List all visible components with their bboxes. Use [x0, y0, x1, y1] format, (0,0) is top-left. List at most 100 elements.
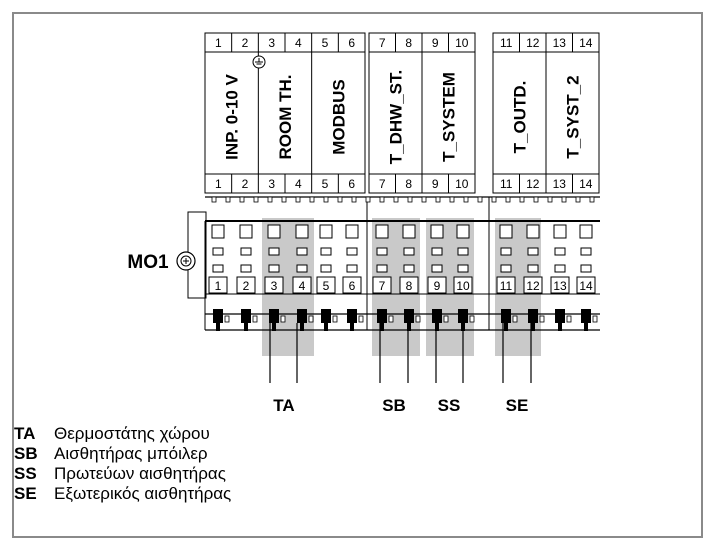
- terminal-number: 5: [323, 279, 330, 293]
- strip-tick: [309, 196, 315, 203]
- terminal-number: 3: [271, 279, 278, 293]
- terminal-connector-pin: [558, 323, 562, 331]
- terminal-number: 2: [243, 279, 250, 293]
- terminal-number: 12: [526, 279, 540, 293]
- header-number-top: 1: [215, 36, 222, 50]
- terminal-connector-pin: [244, 323, 248, 331]
- strip-tick: [421, 196, 427, 203]
- strip-tick: [337, 196, 343, 203]
- terminal-slot: [580, 247, 592, 256]
- terminal-slot: [457, 247, 469, 256]
- strip-tick: [463, 196, 469, 203]
- terminal-connector: [581, 309, 591, 323]
- strip-tick: [491, 196, 497, 203]
- terminal-number: 4: [299, 279, 306, 293]
- terminal-screw-upper: [499, 224, 513, 239]
- wire-label: TA: [273, 396, 294, 415]
- terminal-number: 7: [379, 279, 386, 293]
- legend-code: SB: [14, 444, 38, 463]
- terminal-connector-pin: [350, 323, 354, 331]
- header-number-top: 13: [553, 36, 567, 50]
- header-number-top: 5: [322, 36, 329, 50]
- header-number-bottom: 3: [268, 177, 275, 191]
- terminal-clip: [415, 315, 421, 323]
- header-label: ROOM TH.: [276, 75, 295, 160]
- strip-tick: [561, 196, 567, 203]
- header-number-bottom: 13: [553, 177, 567, 191]
- strip-tick: [267, 196, 273, 203]
- terminal-number-box: [576, 276, 596, 294]
- header-number-top: 12: [526, 36, 540, 50]
- terminal-screw-upper: [579, 224, 593, 239]
- terminal-slot: [376, 264, 388, 273]
- header-number-top: 4: [295, 36, 302, 50]
- terminal-slot: [500, 247, 512, 256]
- terminal-clip: [358, 315, 364, 323]
- header-number-bottom: 9: [432, 177, 439, 191]
- wire-label: SE: [506, 396, 529, 415]
- terminal-number-box: [496, 276, 516, 294]
- strip-tick: [281, 196, 287, 203]
- terminal-connector: [213, 309, 223, 323]
- terminal-clip: [443, 315, 449, 323]
- terminal-connector: [528, 309, 538, 323]
- terminal-connector-pin: [504, 323, 508, 331]
- terminal-number: 11: [500, 279, 513, 293]
- strip-tick: [407, 196, 413, 203]
- legend-text: Εξωτερικός αισθητήρας: [54, 484, 232, 503]
- terminal-slot: [320, 247, 332, 256]
- header-number-top: 8: [405, 36, 412, 50]
- terminal-connector-pin: [272, 323, 276, 331]
- terminal-screw-upper: [267, 224, 281, 239]
- terminal-connector: [297, 309, 307, 323]
- terminal-clip: [592, 315, 598, 323]
- terminal-slot: [580, 264, 592, 273]
- terminal-clip: [308, 315, 314, 323]
- terminal-slot: [457, 264, 469, 273]
- terminal-connector-pin: [435, 323, 439, 331]
- terminal-number: 8: [406, 279, 413, 293]
- terminal-number-box: [427, 276, 447, 294]
- terminal-screw-upper: [553, 224, 567, 239]
- terminal-connector: [432, 309, 442, 323]
- terminal-number: 9: [434, 279, 441, 293]
- header-number-top: 11: [500, 36, 513, 50]
- wire-label: SS: [438, 396, 461, 415]
- terminal-screw-upper: [402, 224, 416, 239]
- terminal-connector: [501, 309, 511, 323]
- legend-text: Πρωτεύων αισθητήρας: [54, 464, 226, 483]
- header-label: T_SYST_2: [564, 75, 583, 158]
- terminal-number-box: [372, 276, 392, 294]
- terminal-screw-upper: [345, 224, 359, 239]
- terminal-slot: [296, 247, 308, 256]
- terminal-slot: [500, 264, 512, 273]
- strip-tick: [519, 196, 525, 203]
- header-number-top: 10: [455, 36, 469, 50]
- terminal-clip: [566, 315, 572, 323]
- header-number-bottom: 12: [526, 177, 540, 191]
- terminal-slot: [212, 247, 224, 256]
- strip-tick: [589, 196, 595, 203]
- wire-label: SB: [382, 396, 406, 415]
- terminal-number: 1: [215, 279, 222, 293]
- terminal-screw-upper: [430, 224, 444, 239]
- terminal-clip: [539, 315, 545, 323]
- header-label: T_SYSTEM: [440, 72, 459, 162]
- strip-tick: [211, 196, 217, 203]
- terminal-connector-pin: [324, 323, 328, 331]
- terminal-clip: [388, 315, 394, 323]
- terminal-screw-upper: [319, 224, 333, 239]
- legend-text: Θερμοστάτης χώρου: [54, 424, 210, 443]
- diagram-frame: [12, 12, 703, 538]
- header-number-top: 3: [268, 36, 275, 50]
- connector-label: MO1: [127, 252, 169, 273]
- terminal-connector: [377, 309, 387, 323]
- strip-tick: [295, 196, 301, 203]
- terminal-clip: [252, 315, 258, 323]
- terminal-screw-upper: [526, 224, 540, 239]
- strip-tick: [435, 196, 441, 203]
